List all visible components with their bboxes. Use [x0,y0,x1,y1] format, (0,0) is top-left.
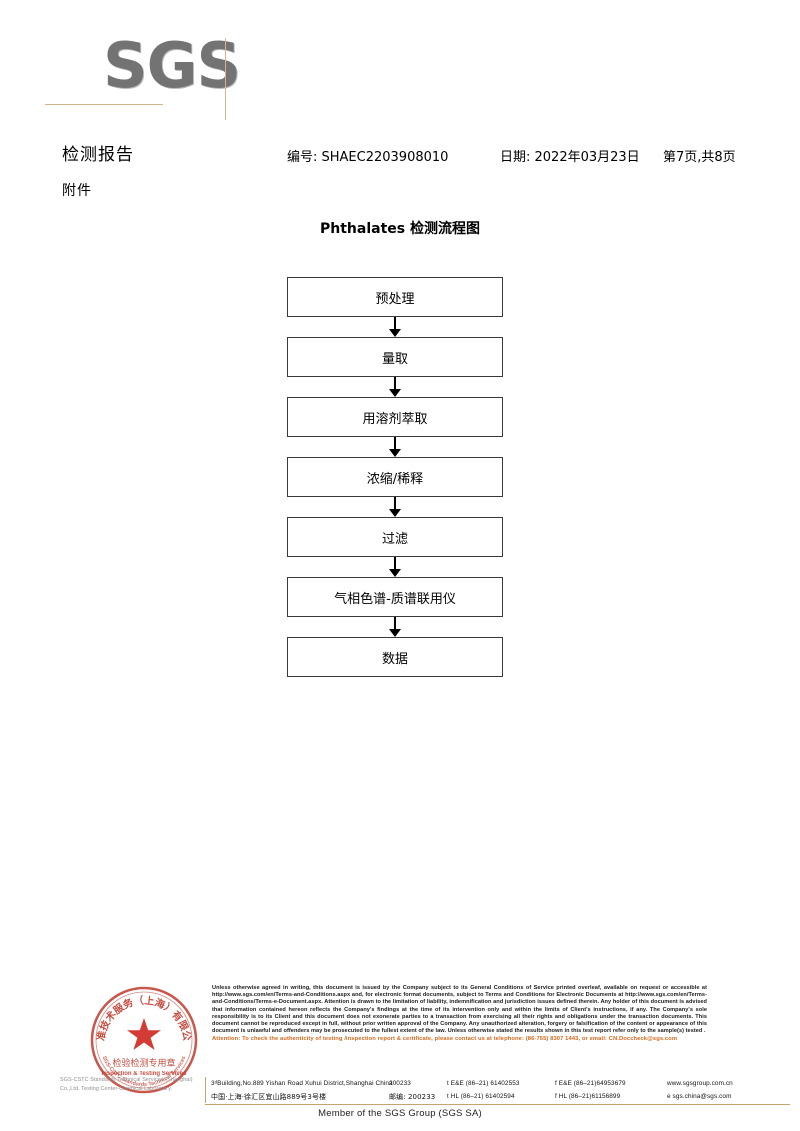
inspection-seal-stamp: 标准技术服务（上海）有限公司 检验检测专用章 Inspection & Test… [88,984,200,1096]
flowchart: 预处理 量取 用溶剂萃取 浓缩/稀释 过滤 气相色谱-质谱联用仪 数据 [287,277,503,677]
address-zip-cn: 邮编: 200233 [389,1092,436,1101]
address-zip-en: 200233 [389,1080,411,1087]
flow-arrow-icon [287,617,503,637]
member-text: Member of the SGS Group (SGS SA) [318,1108,482,1119]
flowchart-title: Phthalates 检测流程图 [320,221,480,237]
flow-step-box: 数据 [287,637,503,677]
flow-step-box: 用溶剂萃取 [287,397,503,437]
page-title: 检测报告 [62,145,134,165]
flow-arrow-icon [287,437,503,457]
footer-legal-block: Unless otherwise agreed in writing, this… [212,985,707,1044]
address-row-cn: 中国·上海·徐汇区宜山路889号3号楼 邮编: 200233 t HL (86–… [205,1090,790,1103]
sgs-logo-text: SGS [103,29,241,102]
laboratory-caption: SGS-CSTC Standards Technical Services (S… [60,1077,193,1092]
sgs-logo: SGS [45,30,265,125]
flow-step-box: 预处理 [287,277,503,317]
address-row-en: 3ᵈBuilding,No.889 Yishan Road Xuhui Dist… [205,1077,790,1090]
address-email: e sgs.china@sgs.com [667,1093,732,1100]
flow-arrow-icon [287,377,503,397]
flow-arrow-icon [287,557,503,577]
svg-text:Inspection & Testing Services: Inspection & Testing Services [102,1071,188,1077]
flow-arrow-icon [287,497,503,517]
logo-horizontal-rule [45,104,163,105]
flow-step-box: 气相色谱-质谱联用仪 [287,577,503,617]
flow-arrow-icon [287,317,503,337]
address-website: www.sgsgroup.com.cn [667,1080,733,1087]
flow-step-box: 量取 [287,337,503,377]
address-fax-en: f E&E (86–21)64953679 [555,1080,626,1087]
attachment-label: 附件 [62,183,92,199]
flow-step-box: 浓缩/稀释 [287,457,503,497]
logo-vertical-rule [225,38,226,120]
flow-step-box: 过滤 [287,517,503,557]
svg-text:检验检测专用章: 检验检测专用章 [112,1057,175,1069]
address-tel-en: t E&E (86–21) 61402553 [447,1080,520,1087]
page-indicator: 第7页,共8页 [663,150,736,165]
address-bottom-rule [205,1104,790,1105]
address-fax-cn: f HL (86–21)61156899 [555,1093,621,1100]
terms-text: Unless otherwise agreed in writing, this… [212,985,707,1035]
address-street-en: 3ᵈBuilding,No.889 Yishan Road Xuhui Dist… [211,1080,393,1087]
address-divider [205,1077,206,1103]
address-tel-cn: t HL (86–21) 61402594 [447,1093,515,1100]
address-block: 3ᵈBuilding,No.889 Yishan Road Xuhui Dist… [205,1077,790,1105]
seal-icon: 标准技术服务（上海）有限公司 检验检测专用章 Inspection & Test… [88,984,198,1094]
address-street-cn: 中国·上海·徐汇区宜山路889号3号楼 [211,1092,327,1101]
attention-text: Attention: To check the authenticity of … [212,1036,678,1043]
report-date: 日期: 2022年03月23日 [500,150,640,165]
report-number: 编号: SHAEC2203908010 [287,150,449,165]
